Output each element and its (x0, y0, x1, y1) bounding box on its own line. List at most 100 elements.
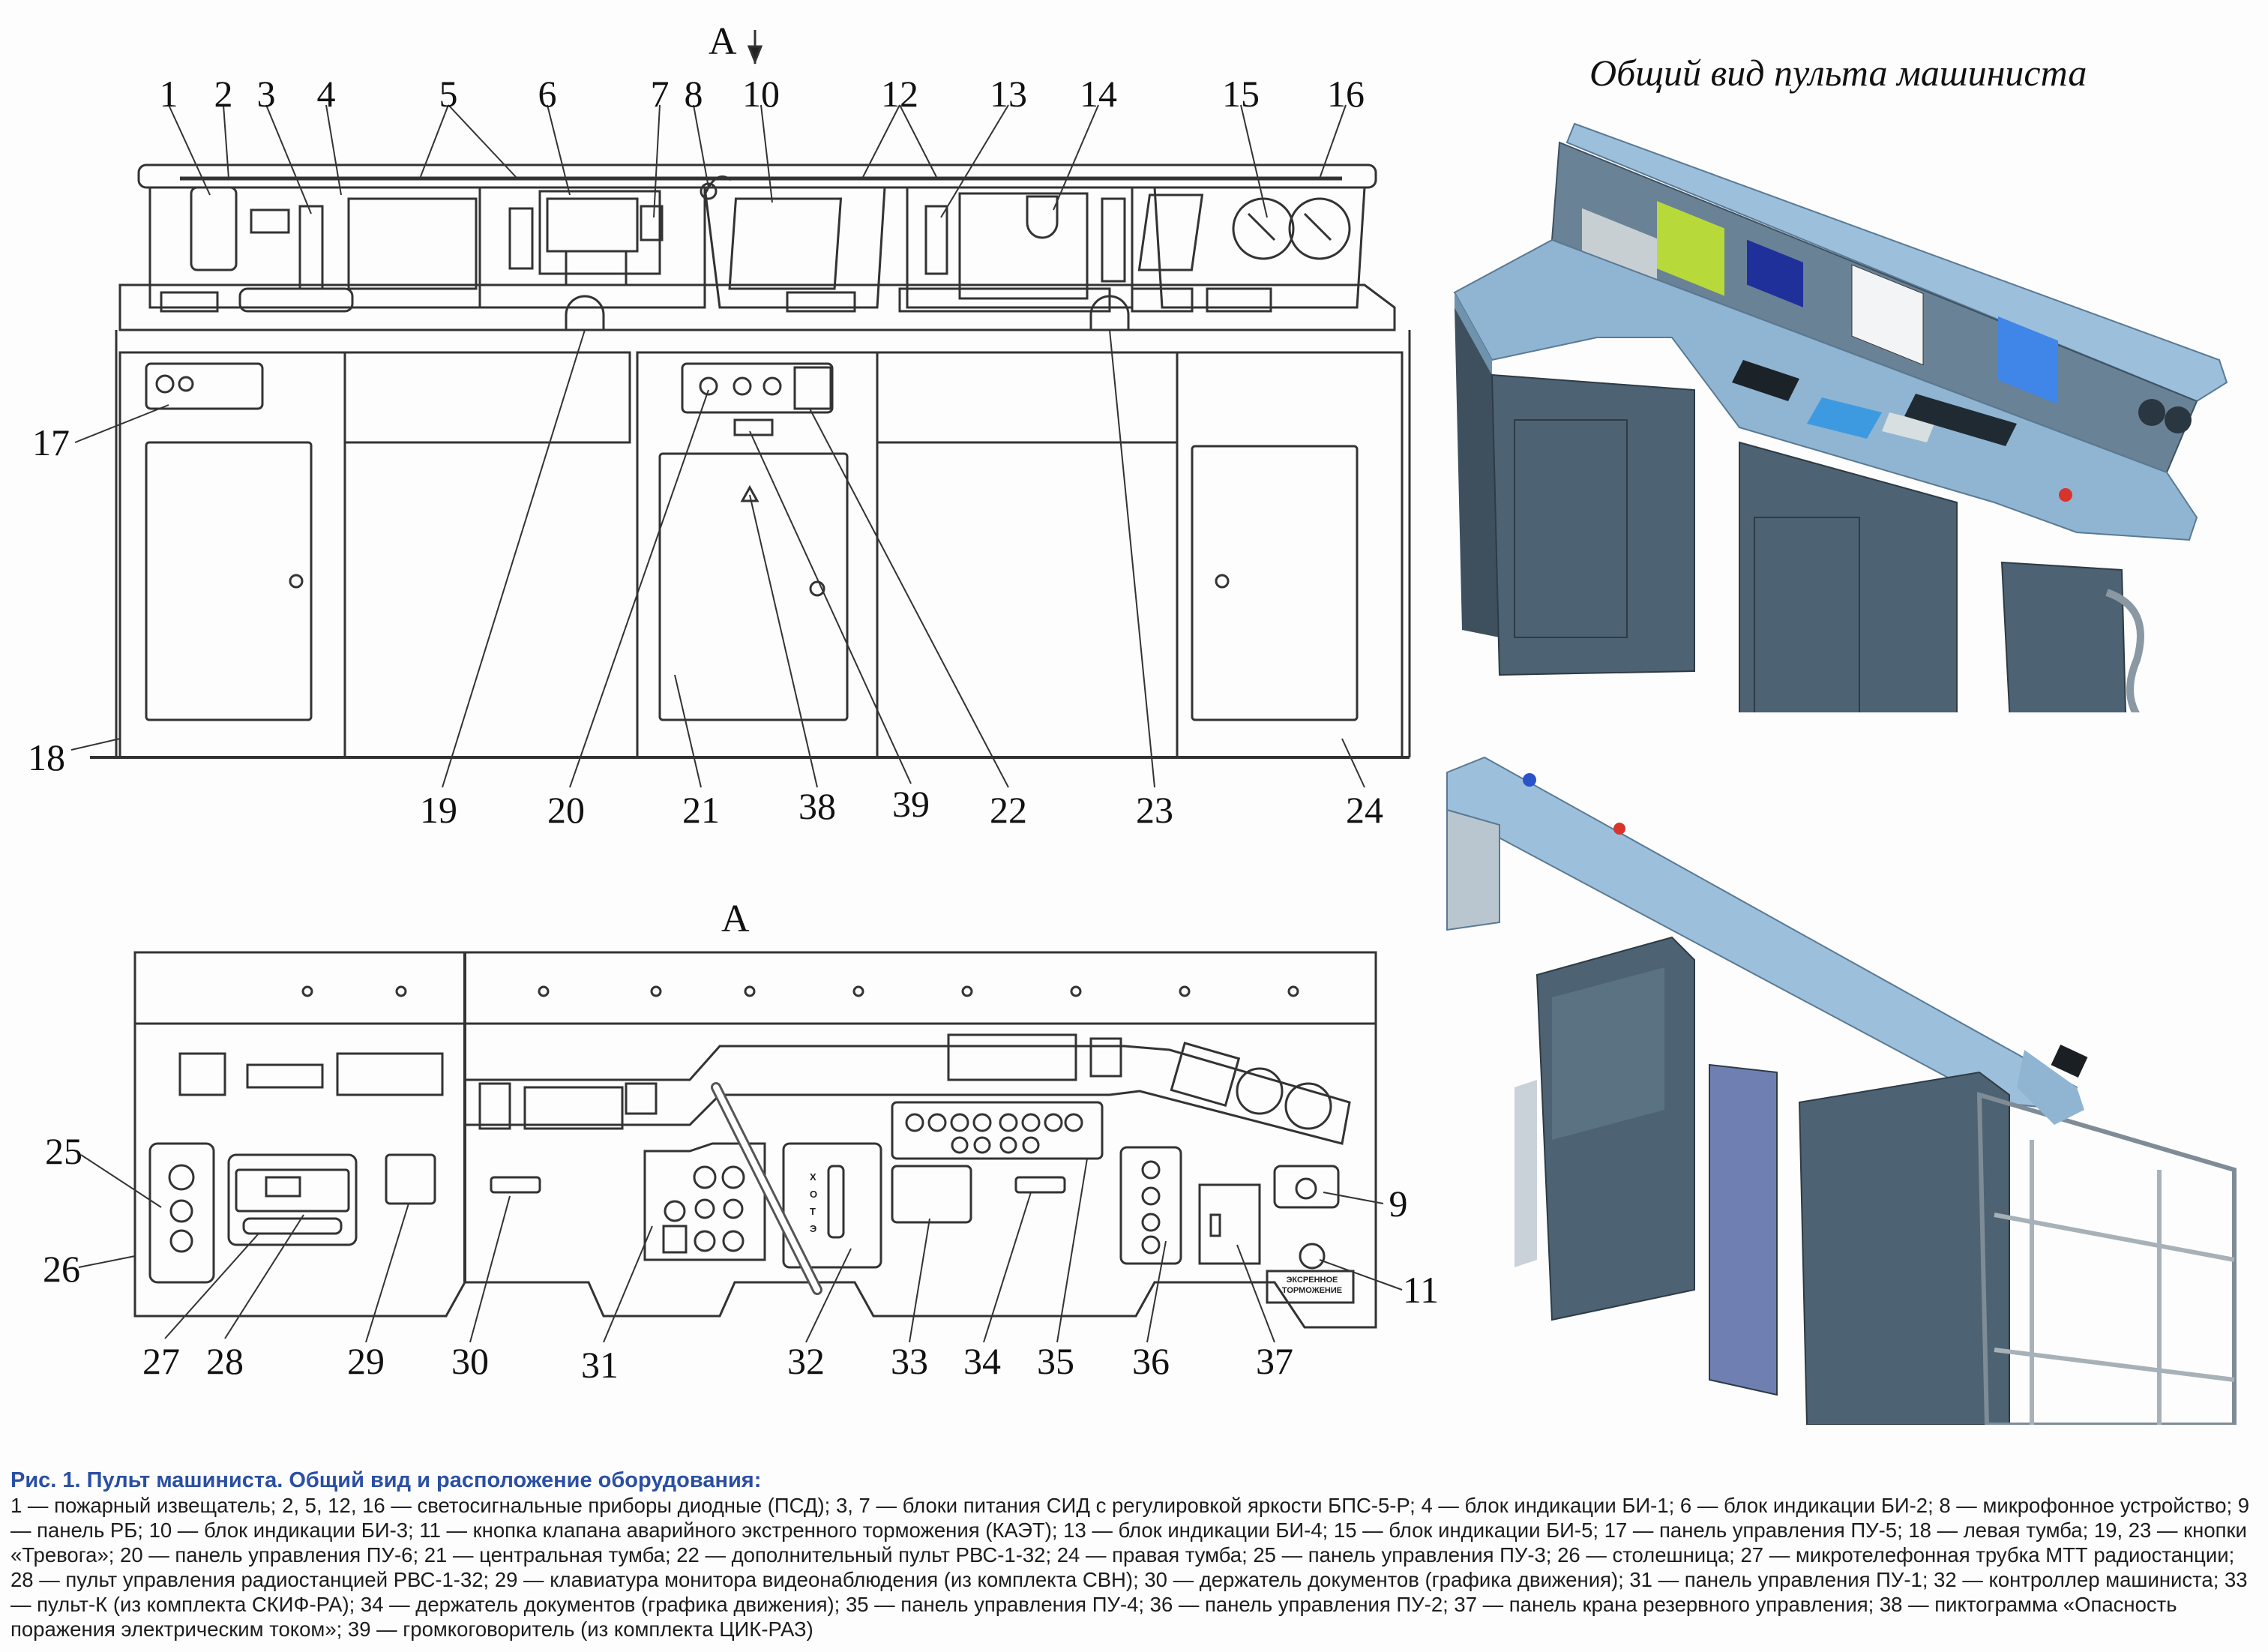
callout-37: 37 (1256, 1340, 1293, 1382)
callout-10: 10 (742, 73, 780, 115)
console-render-rear (1446, 756, 2237, 1425)
microphone-gooseneck (703, 175, 732, 196)
callout-5: 5 (439, 73, 458, 115)
callout-3: 3 (256, 73, 276, 115)
render-desk-surface (1453, 238, 2198, 541)
callout-29: 29 (347, 1340, 385, 1382)
pu6-panel (681, 362, 834, 414)
middle-left-panel (343, 351, 631, 444)
desk-item-4 (1206, 287, 1272, 313)
controller-position-o: О (810, 1189, 818, 1200)
front-view-drawing (70, 30, 1411, 788)
caption-title: Рис. 1. Пульт машиниста. Общий вид и рас… (10, 1468, 762, 1492)
render-pu4 (1904, 394, 2017, 446)
left-cabinet-door (145, 441, 313, 721)
section-arrow-head (747, 45, 763, 65)
callout-19: 19 (420, 789, 457, 831)
callout-7: 7 (650, 73, 670, 115)
desk-item-3 (1131, 287, 1194, 313)
callout-14: 14 (1080, 73, 1117, 115)
emergency-label-line2: ТОРМОЖЕНИЕ (1281, 1286, 1343, 1295)
bi1-top (336, 1052, 444, 1096)
bi5-keypad (1137, 193, 1204, 271)
render-pipes (2105, 589, 2144, 712)
controller-position-x: Х (810, 1171, 816, 1183)
upper-console-profile (463, 1045, 1351, 1145)
render-rear-right-cabinet (1798, 1071, 2010, 1425)
rvs-aux-panel (793, 366, 832, 410)
callout-23: 23 (1136, 789, 1173, 831)
desk-outline-top (133, 951, 1377, 1329)
right-cabinet-door (1191, 445, 1359, 721)
callout-36: 36 (1132, 1340, 1170, 1382)
shock-hazard-pictogram (740, 484, 759, 502)
pult-k (891, 1165, 972, 1224)
pressure-gauge-2 (1288, 197, 1351, 260)
callout-38: 38 (798, 785, 836, 827)
callout-27: 27 (142, 1340, 180, 1382)
bps-top (625, 1082, 658, 1115)
controller-position-t: Т (810, 1206, 816, 1217)
callout-33: 33 (891, 1340, 928, 1382)
render-controller-pad (1807, 397, 1882, 439)
controller-slot (827, 1165, 845, 1239)
callout-12: 12 (881, 73, 918, 115)
callout-1: 1 (159, 73, 178, 115)
render-right-cabinet (2000, 561, 2127, 712)
pu3-panel (148, 1142, 215, 1284)
bi1-screen (347, 197, 478, 290)
render-left-cabinet (1491, 373, 1695, 676)
callout-17: 17 (32, 421, 70, 463)
render-gauge-2 (2165, 406, 2192, 433)
power-supply-3 (298, 205, 324, 290)
rvs-panel (227, 1153, 358, 1246)
speaker-grille (733, 418, 774, 436)
bi4-top (947, 1033, 1077, 1081)
render-gauge-1 (2138, 399, 2165, 426)
callout-13: 13 (990, 73, 1027, 115)
callout-22: 22 (990, 789, 1027, 831)
psd-led-column (508, 207, 534, 270)
fire-detector-top (178, 1052, 226, 1096)
power-supply-7 (640, 205, 664, 241)
controller-positions-left: Х О Т Э (810, 1168, 817, 1237)
view-a-heading: А (721, 898, 750, 940)
callout-21: 21 (682, 789, 720, 831)
desk-item-1 (160, 291, 219, 313)
callout-31: 31 (581, 1344, 619, 1386)
callout-30: 30 (451, 1340, 489, 1382)
callout-8: 8 (684, 73, 703, 115)
bi2-screen (546, 197, 639, 253)
emergency-brake-button (1299, 1243, 1326, 1270)
bi2-top (523, 1086, 624, 1130)
caption-body: 1 — пожарный извещатель; 2, 5, 12, 16 — … (10, 1494, 2250, 1641)
render-rear-frame (1976, 1091, 2237, 1425)
callout-11: 11 (1402, 1269, 1440, 1311)
callout-24: 24 (1346, 789, 1383, 831)
render-title: Общий вид пульта машиниста (1589, 52, 2087, 94)
callout-16: 16 (1327, 73, 1365, 115)
callout-28: 28 (206, 1340, 244, 1382)
alarm-button-19 (565, 295, 605, 330)
pu5-panel (145, 362, 264, 410)
psd-top (246, 1063, 324, 1089)
callout-15: 15 (1222, 73, 1260, 115)
handset-cradle (238, 287, 354, 313)
render-bi3-screen (1851, 264, 1924, 366)
panel-bi5 (1153, 186, 1366, 309)
callout-20: 20 (547, 789, 585, 831)
emergency-brake-label: ЭКСРЕННОЕ ТОРМОЖЕНИЕ (1271, 1275, 1353, 1296)
bi2-housing (538, 190, 661, 275)
figure-caption: Рис. 1. Пульт машиниста. Общий вид и рас… (10, 1468, 2256, 1642)
rb-panel (1273, 1165, 1340, 1209)
panel-bi3-frame (703, 186, 886, 309)
callout-34: 34 (963, 1340, 1001, 1382)
handset-top (242, 1217, 343, 1235)
controller-panel (782, 1142, 882, 1269)
reserve-valve-panel (1198, 1183, 1261, 1265)
render-top-cap (1565, 122, 2228, 403)
callout-18: 18 (28, 736, 65, 778)
panel-bi4 (906, 186, 1134, 309)
middle-right-panel (876, 351, 1179, 444)
panel-bi2 (478, 186, 706, 309)
